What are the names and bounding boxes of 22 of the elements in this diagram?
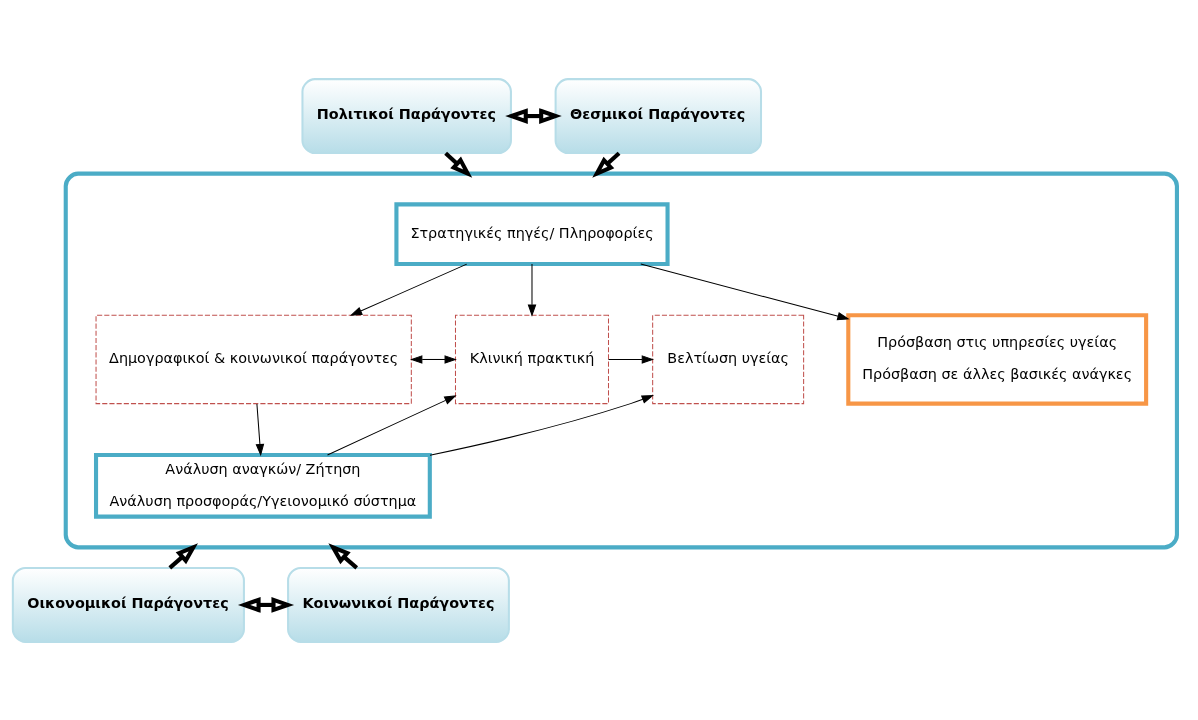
arrow: [328, 542, 359, 569]
node-box: Βελτίωση υγείας: [652, 314, 805, 404]
arrow: [640, 263, 850, 320]
node-box: Οικονομικοί Παράγοντες: [11, 566, 245, 643]
node-box: Ανάλυση αναγκών/ Ζήτηση Ανάλυση προσφοράς/Υγειονομικό σύστημα: [94, 452, 432, 519]
arrow: [237, 596, 295, 613]
cluster: [63, 171, 1179, 549]
arrow: [326, 394, 457, 455]
arrow: [608, 354, 655, 364]
node-box: Δημογραφικοί & κοινωνικοί παράγοντες: [95, 314, 412, 404]
arrow: [527, 263, 537, 317]
arrow: [349, 263, 468, 316]
node-box: Κοινωνικοί Παράγοντες: [287, 566, 510, 643]
arrow: [505, 107, 562, 124]
node-box: Πρόσβαση στις υπηρεσίες υγείας Πρόσβαση σε άλλες βασικές ανάγκες: [846, 312, 1149, 406]
node-box: Στρατηγικές πηγές/ Πληροφορίες: [394, 201, 670, 266]
arrow: [410, 354, 457, 364]
arrow: [429, 394, 654, 456]
node-box: Θεσμικοί Παράγοντες: [554, 77, 763, 154]
arrow: [255, 402, 265, 456]
node-box: Κλινική πρακτική: [454, 314, 609, 404]
node-box: Πολιτικοί Παράγοντες: [301, 77, 512, 154]
